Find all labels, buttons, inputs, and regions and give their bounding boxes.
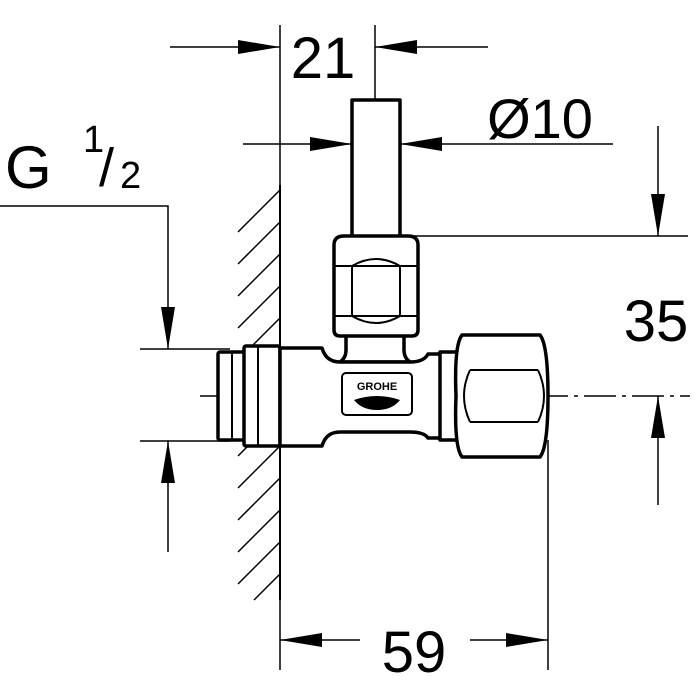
logo-wave-icon: [354, 396, 400, 410]
arrow-right: [238, 40, 280, 54]
arrow-right: [310, 137, 352, 151]
grohe-logo: GROHE: [341, 372, 413, 416]
arrow-left: [375, 40, 417, 54]
wall-hatching: [237, 189, 281, 601]
thread-letter: G: [5, 134, 52, 201]
arrow-up: [161, 441, 175, 483]
arrow-left: [280, 633, 322, 647]
wall: [237, 185, 281, 601]
logo-text: GROHE: [357, 381, 397, 393]
dimension-diameter-10: Ø10: [243, 87, 613, 151]
thread-denominator: 2: [120, 155, 141, 197]
arrow-up: [651, 396, 665, 438]
dimension-thread-g-half: G 1 / 2: [0, 119, 175, 552]
dimension-21: 21: [170, 26, 488, 91]
arrow-right: [506, 633, 548, 647]
thread-numerator: 1: [83, 119, 104, 161]
dimension-diameter-10-label: Ø10: [487, 87, 593, 150]
extension-lines: [140, 25, 688, 670]
angle-valve: GROHE: [216, 98, 550, 459]
thread-slash: /: [99, 138, 114, 198]
vertical-pipe: [350, 98, 402, 242]
arrow-down: [161, 307, 175, 349]
dimension-59: 59: [280, 620, 548, 685]
outlet-compression-nut: [453, 333, 550, 459]
dimension-59-label: 59: [382, 620, 447, 685]
top-compression-nut: [332, 234, 420, 338]
inlet-collar: [242, 344, 282, 448]
arrow-down: [651, 194, 665, 236]
dimension-35-label: 35: [624, 289, 689, 354]
arrow-left: [400, 137, 442, 151]
dimension-35: 35: [624, 126, 689, 505]
dimension-21-label: 21: [291, 26, 356, 91]
